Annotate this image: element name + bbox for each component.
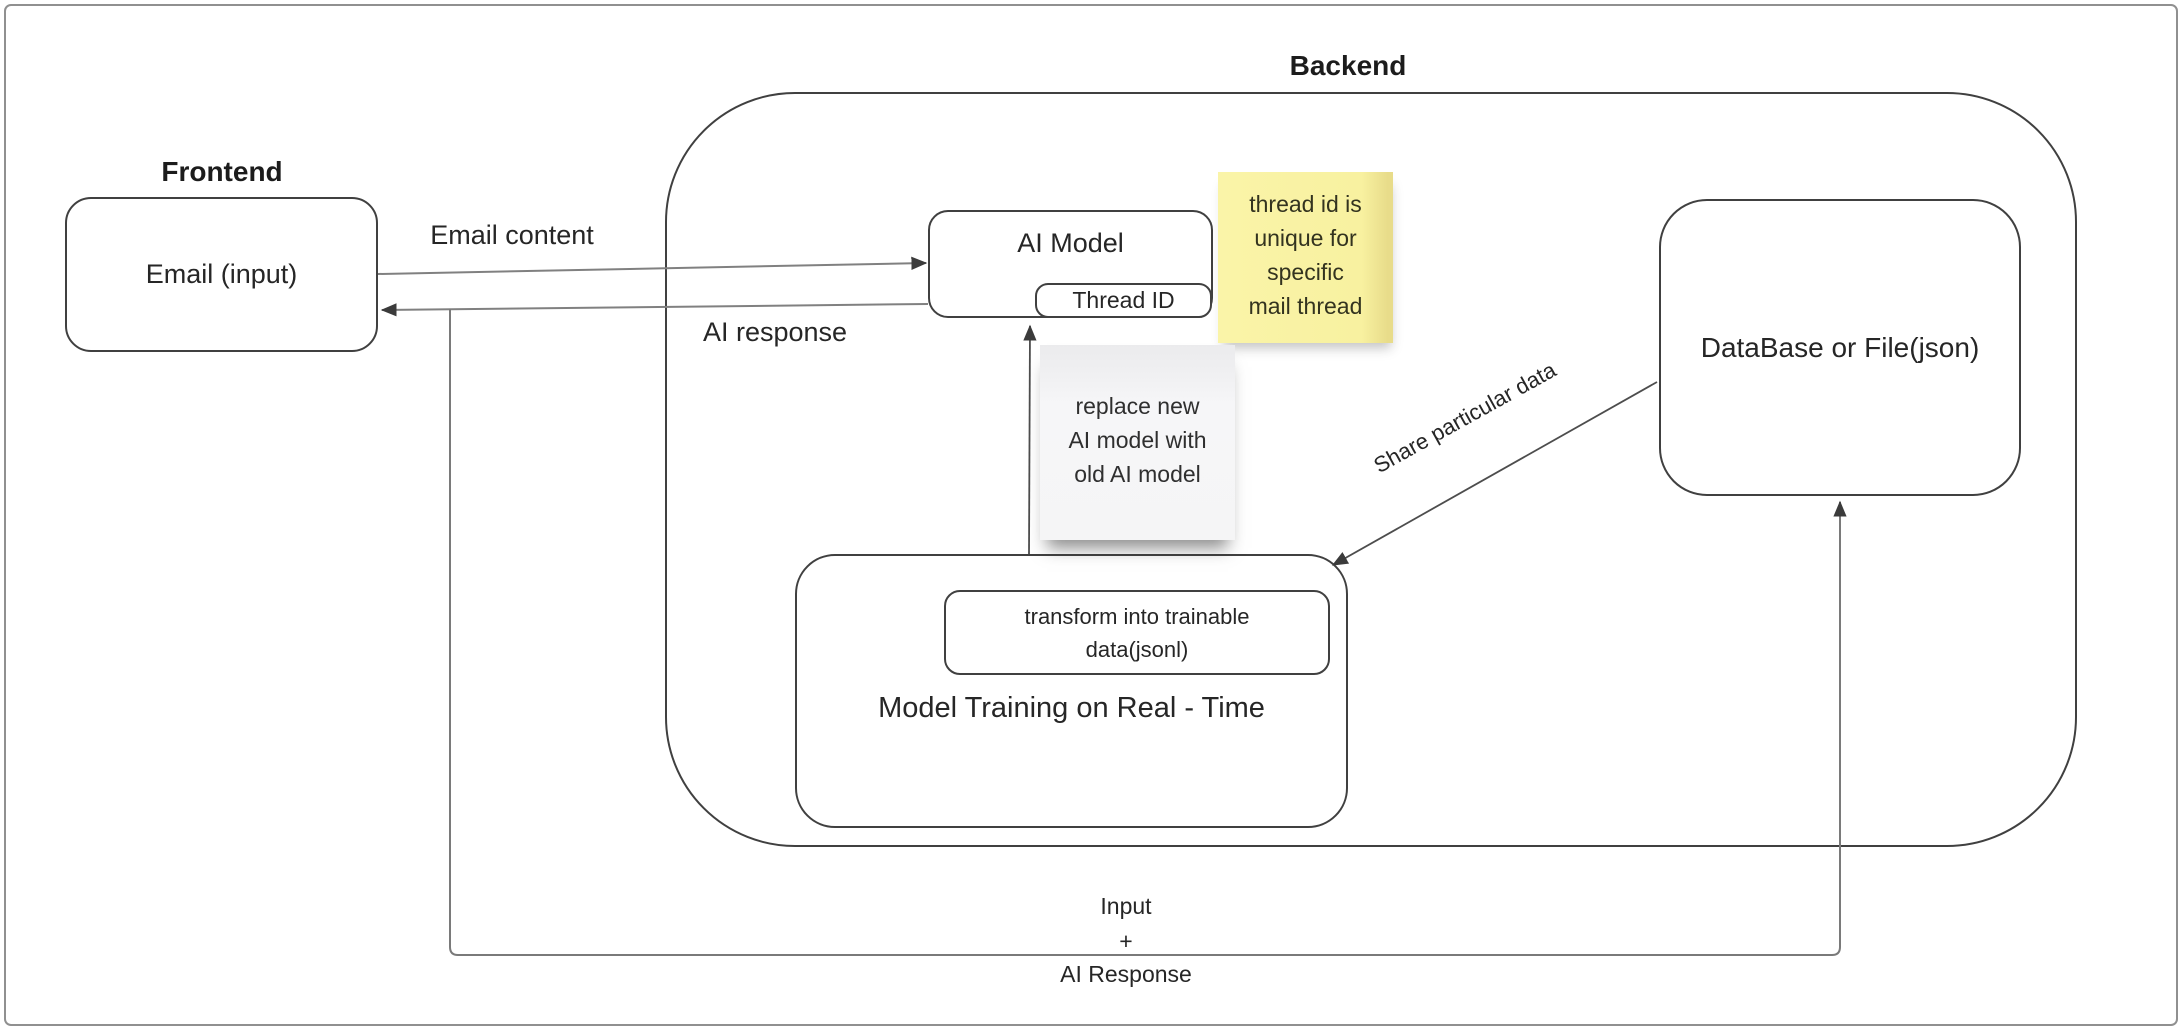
sticky-note-replace-model: replace new AI model with old AI model: [1040, 345, 1235, 540]
edge-label-ai-response-bottom: AI Response: [1060, 961, 1192, 987]
replace-note-line2: AI model with: [1068, 427, 1207, 453]
node-transform-data: transform into trainable data(jsonl): [944, 590, 1330, 675]
edge-label-ai-response: AI response: [702, 317, 848, 347]
edge-input-ai-response: [449, 309, 1847, 956]
sticky-note-thread-id: thread id is unique for specific mail th…: [1218, 172, 1393, 343]
node-thread-id: Thread ID: [1035, 283, 1212, 318]
database-label: DataBase or File(json): [1700, 331, 1980, 363]
transform-label-line1: transform into trainable: [1024, 603, 1250, 629]
backend-container: [665, 92, 2077, 847]
thread-note-line4: mail thread: [1248, 293, 1363, 319]
ai-model-label: AI Model: [1017, 228, 1124, 258]
backend-title: Backend: [1289, 50, 1407, 81]
thread-id-label: Thread ID: [1072, 287, 1175, 313]
edge-label-input: Input: [1100, 893, 1152, 919]
edge-replace-model: [1023, 324, 1037, 555]
edge-ai-response: [380, 303, 929, 317]
frontend-title: Frontend: [161, 156, 283, 187]
replace-note-line3: old AI model: [1074, 461, 1201, 487]
thread-note-line1: thread id is: [1249, 191, 1362, 217]
node-database: DataBase or File(json): [1659, 199, 2021, 496]
thread-note-line3: specific: [1267, 259, 1344, 285]
edge-label-plus: +: [1119, 928, 1133, 954]
transform-label-line2: data(jsonl): [1085, 636, 1189, 662]
model-training-label: Model Training on Real - Time: [878, 692, 1265, 724]
edge-share-data: [1331, 381, 1658, 566]
node-email-input: Email (input): [65, 197, 378, 352]
thread-note-line2: unique for: [1254, 225, 1357, 251]
replace-note-line1: replace new: [1075, 393, 1200, 419]
email-input-label: Email (input): [145, 259, 298, 289]
edge-label-email-content: Email content: [430, 220, 594, 250]
edge-email-content: [377, 256, 928, 275]
